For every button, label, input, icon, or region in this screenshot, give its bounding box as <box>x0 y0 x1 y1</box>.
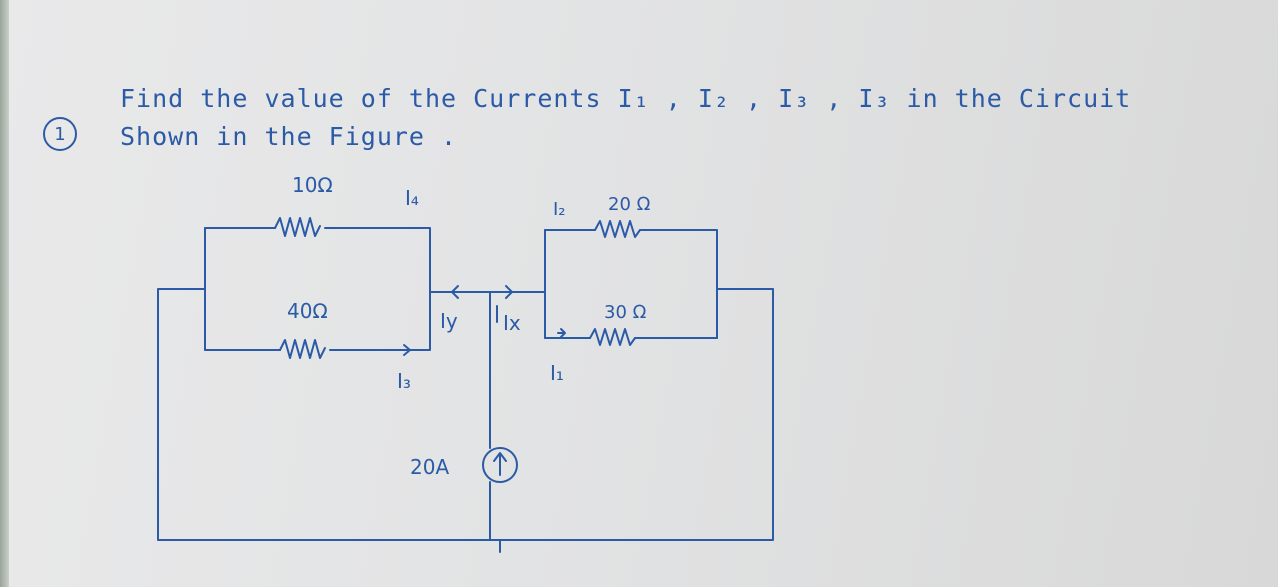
question-number: 1 <box>43 117 77 151</box>
wire-outer-left <box>157 288 501 553</box>
wire-top-left-2 <box>324 227 431 293</box>
label-iy: Iy <box>440 309 458 333</box>
wire-bottom-left-2 <box>329 291 431 351</box>
question-text-line-2: Shown in the Figure . <box>120 122 458 151</box>
arrow-ix <box>505 285 513 299</box>
arrow-iy <box>451 285 459 299</box>
question-text-line-1: Find the value of the Currents I₁ , I₂ ,… <box>120 84 1132 113</box>
arrow-i1 <box>557 328 566 338</box>
label-i4: I₄ <box>405 186 419 210</box>
label-20-ohm: 20 Ω <box>608 194 651 215</box>
resistor-40-ohm <box>279 339 326 359</box>
page-edge <box>0 0 9 587</box>
label-i2: I₂ <box>553 199 566 220</box>
current-source-arrow <box>493 452 507 476</box>
label-10-ohm: 10Ω <box>292 173 333 197</box>
label-ix: Ix <box>503 311 521 335</box>
label-20a: 20A <box>410 455 449 479</box>
wire-top-right-2 <box>639 229 718 339</box>
label-40-ohm: 40Ω <box>287 299 328 323</box>
resistor-20-ohm <box>594 220 641 238</box>
resistor-30-ohm <box>589 328 636 346</box>
wire-outer-bottom <box>499 288 774 541</box>
arrow-i3 <box>403 344 411 356</box>
label-i1: I₁ <box>550 361 564 385</box>
label-i3: I₃ <box>397 369 411 393</box>
current-source <box>482 447 518 483</box>
resistor-10-ohm <box>274 217 321 237</box>
label-30-ohm: 30 Ω <box>604 302 647 323</box>
